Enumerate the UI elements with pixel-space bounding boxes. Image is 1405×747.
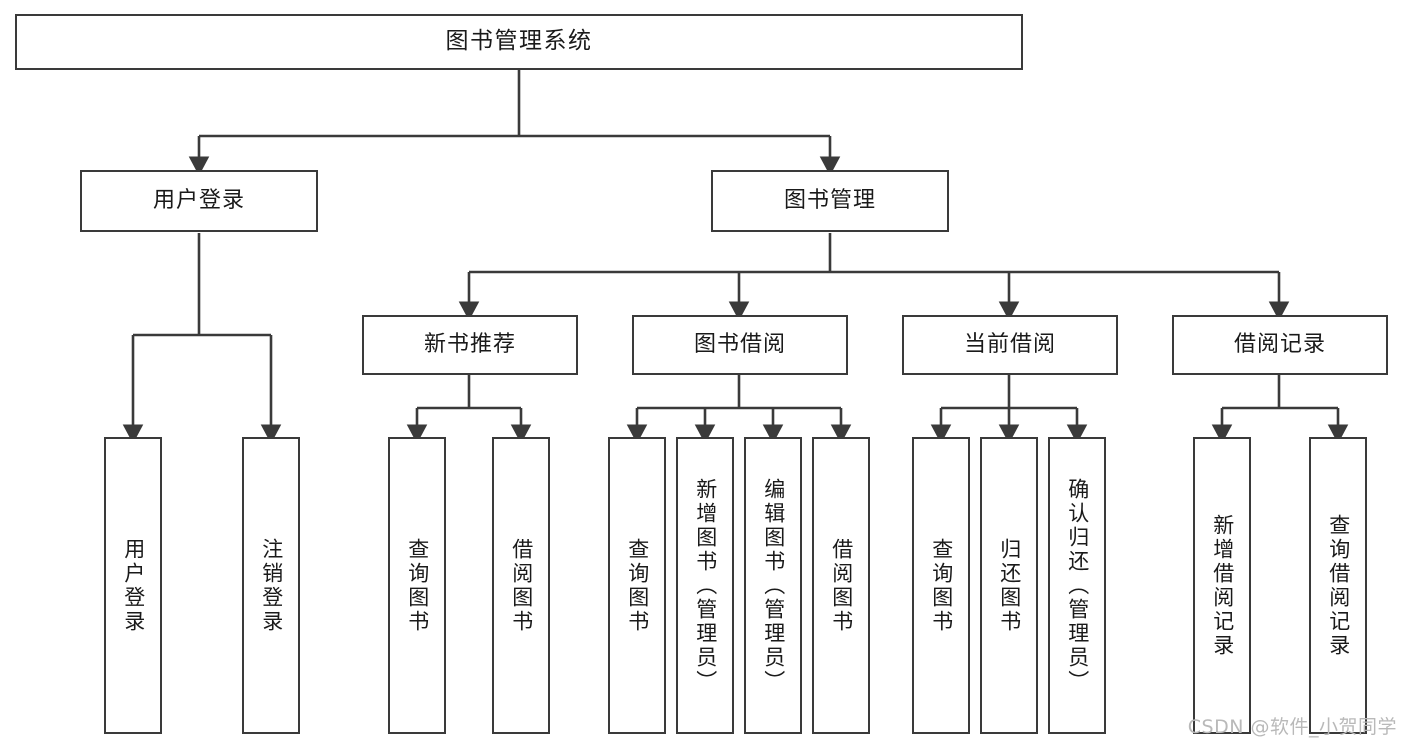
node-book-borrow[interactable]: 图书借阅 <box>632 315 848 375</box>
leaf-query-book-recommend[interactable]: 查询图书 <box>388 437 446 734</box>
node-new-book-recommend[interactable]: 新书推荐 <box>362 315 578 375</box>
node-borrow-records[interactable]: 借阅记录 <box>1172 315 1388 375</box>
leaf-confirm-return-admin[interactable]: 确认归还（管理员） <box>1048 437 1106 734</box>
node-label: 查询借阅记录 <box>1326 513 1351 658</box>
node-label: 用户登录 <box>121 537 146 634</box>
node-book-management[interactable]: 图书管理 <box>711 170 949 232</box>
node-label: 编辑图书（管理员） <box>761 477 786 694</box>
leaf-user-login[interactable]: 用户登录 <box>104 437 162 734</box>
leaf-query-book[interactable]: 查询图书 <box>608 437 666 734</box>
leaf-borrow-book-recommend[interactable]: 借阅图书 <box>492 437 550 734</box>
node-current-borrow[interactable]: 当前借阅 <box>902 315 1118 375</box>
node-label: 图书借阅 <box>693 331 786 357</box>
node-label: 注销登录 <box>259 537 284 634</box>
watermark: CSDN @软件_小贺同学 <box>1187 716 1397 738</box>
leaf-edit-book-admin[interactable]: 编辑图书（管理员） <box>744 437 802 734</box>
node-label: 确认归还（管理员） <box>1065 477 1090 694</box>
leaf-borrow-book[interactable]: 借阅图书 <box>812 437 870 734</box>
node-label: 查询图书 <box>405 537 430 634</box>
node-label: 图书管理系统 <box>445 28 593 55</box>
node-label: 新书推荐 <box>423 331 516 357</box>
leaf-add-borrow-record[interactable]: 新增借阅记录 <box>1193 437 1251 734</box>
leaf-return-book[interactable]: 归还图书 <box>980 437 1038 734</box>
leaf-add-book-admin[interactable]: 新增图书（管理员） <box>676 437 734 734</box>
node-label: 借阅记录 <box>1233 331 1326 357</box>
node-label: 借阅图书 <box>829 537 854 634</box>
node-label: 归还图书 <box>997 537 1022 634</box>
node-label: 用户登录 <box>152 187 245 213</box>
leaf-query-borrow-record[interactable]: 查询借阅记录 <box>1309 437 1367 734</box>
node-label: 新增图书（管理员） <box>693 477 718 694</box>
node-label: 新增借阅记录 <box>1210 513 1235 658</box>
leaf-logout[interactable]: 注销登录 <box>242 437 300 734</box>
leaf-query-book-current[interactable]: 查询图书 <box>912 437 970 734</box>
node-root-system[interactable]: 图书管理系统 <box>15 14 1023 70</box>
node-label: 查询图书 <box>929 537 954 634</box>
node-label: 借阅图书 <box>509 537 534 634</box>
node-user-login[interactable]: 用户登录 <box>80 170 318 232</box>
node-label: 图书管理 <box>783 187 876 213</box>
node-label: 当前借阅 <box>963 331 1056 357</box>
node-label: 查询图书 <box>625 537 650 634</box>
